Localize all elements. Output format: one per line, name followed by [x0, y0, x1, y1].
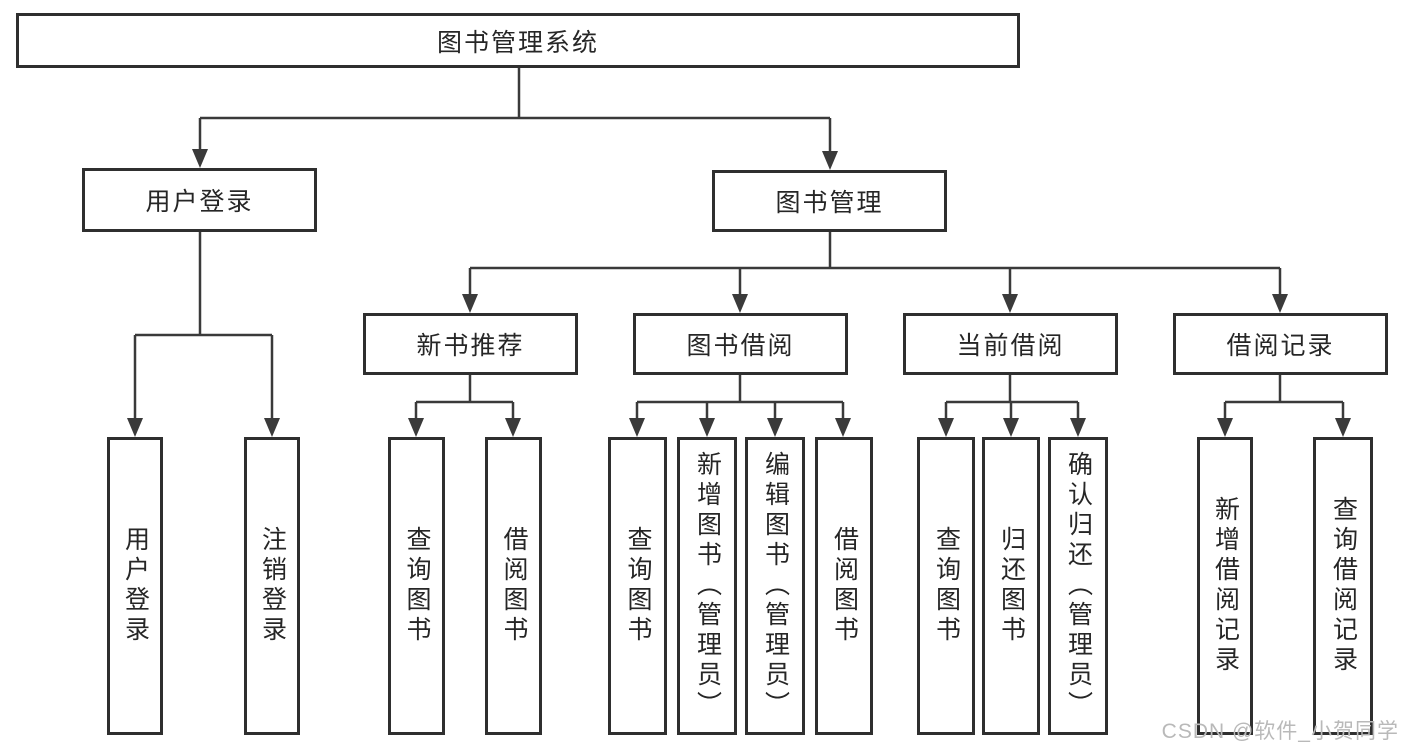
node-new-book-recommend: 新书推荐 [363, 313, 578, 375]
leaf-logout: 注销登录 [244, 437, 300, 735]
leaf-record-query: 查询借阅记录 [1313, 437, 1373, 735]
node-user-login: 用户登录 [82, 168, 317, 232]
node-book-borrow: 图书借阅 [633, 313, 848, 375]
node-current-borrow: 当前借阅 [903, 313, 1118, 375]
leaf-recommend-borrow-books: 借阅图书 [485, 437, 542, 735]
leaf-current-return-books: 归还图书 [982, 437, 1040, 735]
leaf-user-login: 用户登录 [107, 437, 163, 735]
leaf-borrow-borrow-books: 借阅图书 [815, 437, 873, 735]
leaf-current-query-books: 查询图书 [917, 437, 975, 735]
node-borrow-record: 借阅记录 [1173, 313, 1388, 375]
leaf-borrow-edit-books-admin: 编辑图书（管理员） [745, 437, 805, 735]
leaf-borrow-add-books-admin: 新增图书（管理员） [677, 437, 737, 735]
leaf-borrow-query-books: 查询图书 [608, 437, 667, 735]
leaf-recommend-query-books: 查询图书 [388, 437, 445, 735]
node-book-management: 图书管理 [712, 170, 947, 232]
csdn-watermark: CSDN @软件_小贺同学 [1161, 720, 1399, 743]
leaf-current-confirm-return-admin: 确认归还（管理员） [1048, 437, 1108, 735]
node-root-system: 图书管理系统 [16, 13, 1020, 68]
leaf-record-add: 新增借阅记录 [1197, 437, 1253, 735]
